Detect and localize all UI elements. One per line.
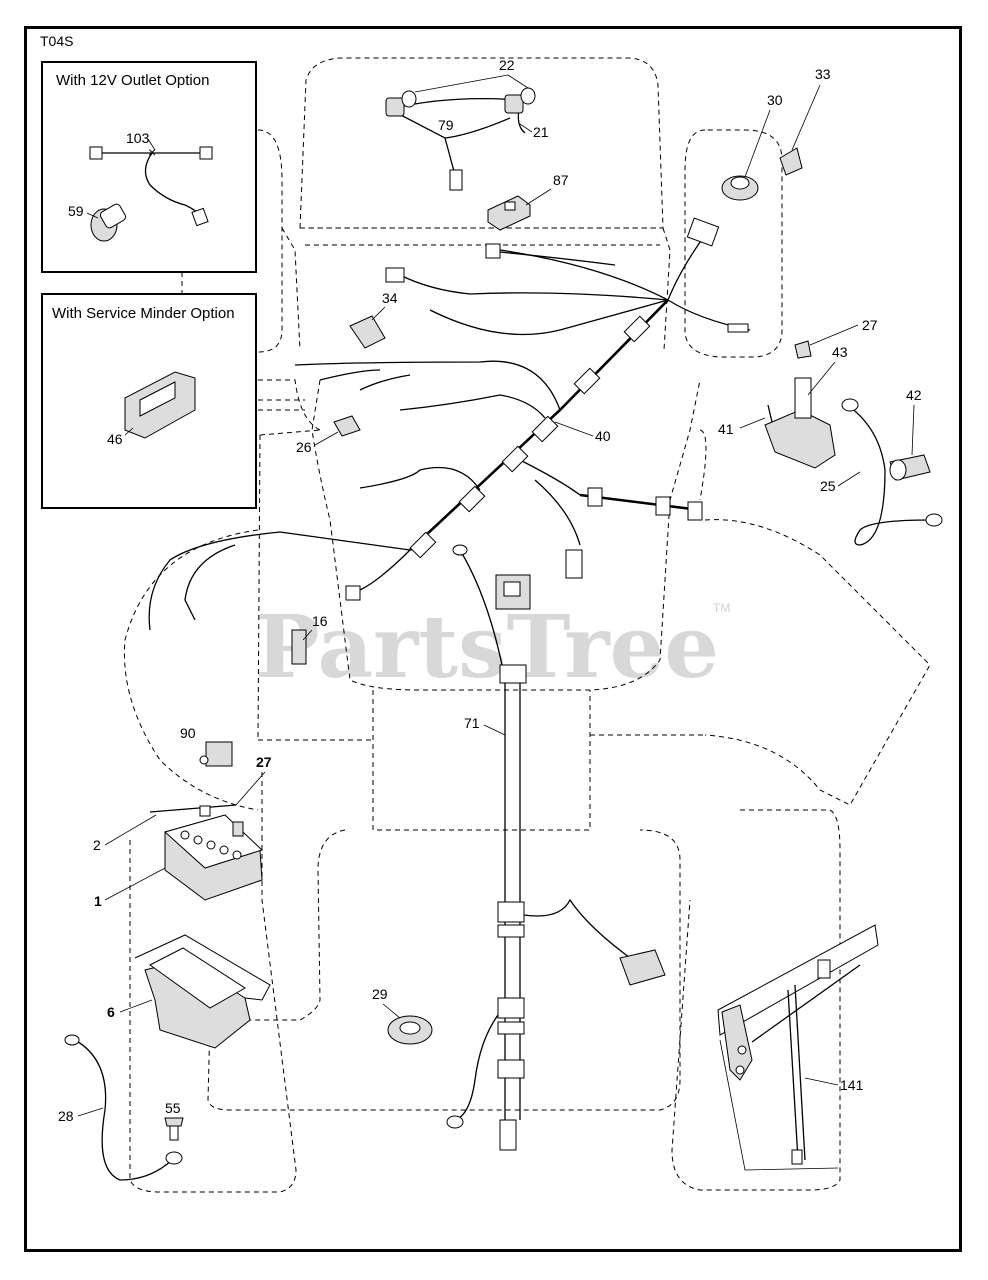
tractor-outline bbox=[123, 57, 931, 1193]
ignition-switch: 30 33 bbox=[721, 66, 831, 201]
watermark: PartsTree TM bbox=[255, 597, 730, 698]
callout-22: 22 bbox=[499, 57, 515, 73]
callout-103: 103 bbox=[126, 130, 150, 146]
callout-27b: 27 bbox=[256, 754, 272, 770]
callout-30: 30 bbox=[767, 92, 783, 108]
callout-16: 16 bbox=[312, 613, 328, 629]
callout-40: 40 bbox=[595, 428, 611, 444]
callout-43: 43 bbox=[832, 344, 848, 360]
watermark-text: PartsTree bbox=[255, 597, 719, 698]
callout-21: 21 bbox=[533, 124, 549, 140]
callout-28: 28 bbox=[58, 1108, 74, 1124]
grommet-29: 29 bbox=[372, 986, 433, 1045]
callout-41: 41 bbox=[718, 421, 734, 437]
main-harness: 40 bbox=[148, 217, 751, 631]
solenoid-90: 90 bbox=[180, 725, 233, 767]
harness-sleeves bbox=[409, 315, 703, 559]
diagram-code: T04S bbox=[40, 33, 73, 49]
callout-27a: 27 bbox=[862, 317, 878, 333]
ground-cable-28: 28 55 bbox=[58, 1034, 184, 1181]
callout-6: 6 bbox=[107, 1004, 115, 1020]
seat-switch-assembly: 27 43 41 42 25 bbox=[718, 317, 943, 546]
callout-79: 79 bbox=[438, 117, 454, 133]
callout-25: 25 bbox=[820, 478, 836, 494]
callout-42: 42 bbox=[906, 387, 922, 403]
callout-29: 29 bbox=[372, 986, 388, 1002]
inset-12v-outlet: With 12V Outlet Option × 103 59 bbox=[41, 61, 257, 273]
battery-cable-71: 71 bbox=[446, 544, 666, 1151]
callout-71: 71 bbox=[464, 715, 480, 731]
callout-2: 2 bbox=[93, 837, 101, 853]
callout-141: 141 bbox=[840, 1077, 864, 1093]
lever-bracket-141: 141 bbox=[717, 924, 879, 1171]
svg-text:×: × bbox=[148, 144, 156, 160]
headlight-harness: 22 79 21 bbox=[385, 57, 549, 191]
callout-33: 33 bbox=[815, 66, 831, 82]
callout-55: 55 bbox=[165, 1100, 181, 1116]
callout-90: 90 bbox=[180, 725, 196, 741]
callout-87: 87 bbox=[553, 172, 569, 188]
fuse-26: 26 bbox=[296, 415, 361, 455]
callout-59: 59 bbox=[68, 203, 84, 219]
switch-16: 16 bbox=[291, 613, 328, 665]
relay-87: 87 bbox=[487, 172, 569, 231]
inset-service-minder: With Service Minder Option 46 bbox=[41, 293, 257, 509]
inset-12v-title: With 12V Outlet Option bbox=[56, 72, 209, 89]
callout-1: 1 bbox=[94, 893, 102, 909]
diagram-border bbox=[24, 26, 962, 1252]
battery-assembly: 2 27 1 6 bbox=[93, 754, 272, 1049]
callout-46: 46 bbox=[107, 431, 123, 447]
watermark-tm: TM bbox=[713, 601, 730, 615]
callout-34: 34 bbox=[382, 290, 398, 306]
inset-minder-title: With Service Minder Option bbox=[52, 305, 235, 322]
module-34: 34 bbox=[349, 290, 398, 349]
callout-26: 26 bbox=[296, 439, 312, 455]
